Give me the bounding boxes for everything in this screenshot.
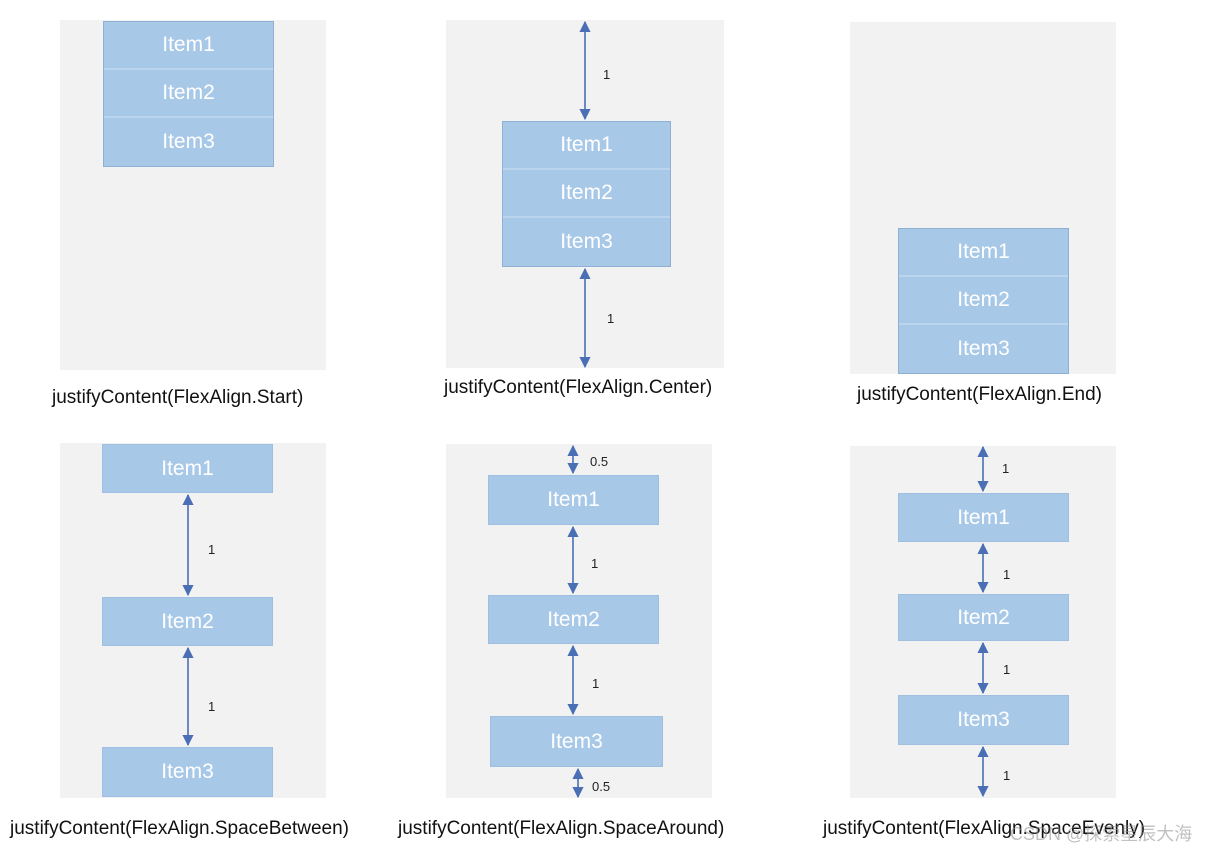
caption-space-between: justifyContent(FlexAlign.SpaceBetween): [10, 818, 350, 839]
item-stack-end: Item1 Item2 Item3: [898, 228, 1069, 374]
caption-space-around: justifyContent(FlexAlign.SpaceAround): [398, 818, 725, 839]
item-stack-start: Item1 Item2 Item3: [103, 21, 274, 167]
gap-label-evenly-1: 1: [1003, 567, 1011, 582]
item2: Item2: [104, 70, 273, 118]
caption-space-evenly: justifyContent(FlexAlign.SpaceEvenly): [823, 818, 1146, 839]
item3: Item3: [898, 695, 1069, 745]
item3: Item3: [560, 229, 613, 253]
item1: Item1: [102, 444, 273, 493]
item1: Item1: [898, 493, 1069, 542]
item2: Item2: [503, 170, 670, 218]
caption-start: justifyContent(FlexAlign.Start): [52, 387, 304, 408]
gap-label-between-1: 1: [208, 542, 216, 557]
gap-label-around-bottom: 0.5: [592, 779, 611, 794]
item1: Item1: [899, 229, 1068, 277]
caption-center: justifyContent(FlexAlign.Center): [444, 377, 713, 398]
item3: Item3: [162, 129, 215, 153]
item1: Item1: [104, 22, 273, 70]
gap-label-between-2: 1: [208, 699, 216, 714]
item2: Item2: [899, 277, 1068, 325]
item2: Item2: [102, 597, 273, 646]
gap-label-around-2: 1: [592, 676, 600, 691]
item3: Item3: [957, 336, 1010, 360]
gap-label-around-1: 1: [591, 556, 599, 571]
item3: Item3: [102, 747, 273, 797]
gap-label-center-bottom: 1: [607, 311, 615, 326]
item1: Item1: [488, 475, 659, 525]
gap-label-evenly-bottom: 1: [1003, 768, 1011, 783]
watermark: CSDN @探索星辰大海: [1010, 824, 1193, 844]
gap-label-evenly-2: 1: [1003, 662, 1011, 677]
item1: Item1: [503, 122, 670, 170]
gap-label-evenly-top: 1: [1002, 461, 1010, 476]
item-stack-center: Item1 Item2 Item3: [502, 121, 671, 267]
gap-label-around-top: 0.5: [590, 454, 609, 469]
gap-label-center-top: 1: [603, 67, 611, 82]
item2: Item2: [898, 594, 1069, 641]
item2: Item2: [488, 595, 659, 644]
item3: Item3: [490, 716, 663, 767]
caption-end: justifyContent(FlexAlign.End): [857, 384, 1102, 405]
